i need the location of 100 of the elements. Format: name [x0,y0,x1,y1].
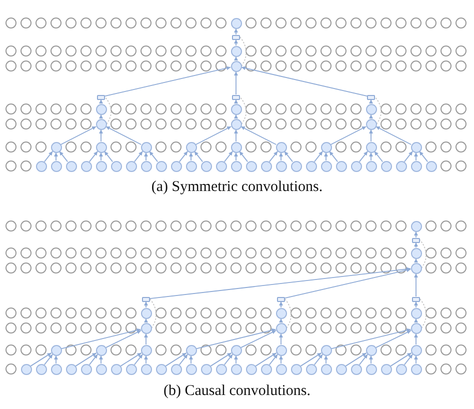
neuron-circle [50,142,62,152]
arrow [369,99,373,104]
neuron-circle [230,46,242,56]
dotted-curve [104,96,112,124]
arrow [376,330,412,348]
neuron-circle [96,344,106,356]
arrow [148,150,158,162]
sum-marker [412,296,420,302]
dotted-curve [284,298,292,328]
arrow [240,126,277,145]
neuron-circle [380,364,392,374]
arrow [369,129,373,142]
neuron-circle [230,160,242,172]
arrow [414,152,418,161]
arrow [224,354,234,366]
neuron-circle [410,344,422,356]
arrow [234,129,238,142]
arrow [144,318,148,323]
neuron-circle [230,18,242,28]
neuron-circle [276,308,286,318]
arrow [196,328,276,350]
arrow [404,150,414,162]
neuron-circle [320,160,332,172]
neuron-circle [156,160,166,172]
neuron-circle [186,142,196,152]
arrow [234,39,238,46]
sum-marker [277,296,285,302]
neuron-circle [66,364,76,374]
arrow [60,328,142,350]
arrow [268,354,278,366]
arrow [224,150,234,162]
neuron-circle [306,160,316,172]
arrow [414,242,418,248]
arrow [374,150,384,162]
arrow [165,352,187,366]
arrow [268,150,278,162]
neuron-circle [410,322,422,334]
arrow [88,150,98,162]
neuron-circle [186,344,196,356]
arrow [404,354,414,366]
neuron-circle [230,344,242,356]
neuron-circle [246,364,256,374]
neuron-circle [230,104,242,114]
neuron-circle [96,142,106,152]
neuron-circle [320,142,332,152]
arrow [234,355,238,364]
neuron-circle [170,364,182,374]
sum-marker [412,238,420,242]
arrow [369,114,373,119]
arrow [414,355,418,364]
arrow [120,352,142,366]
arrow [414,258,418,263]
arrow [240,330,276,348]
neuron-circle [410,248,422,258]
dotted-curve [374,96,382,124]
neuron-circle [216,364,226,374]
neuron-circle [36,364,46,374]
neuron-circle [366,104,376,114]
arrow [150,267,411,299]
arrow [314,354,324,366]
arrow [106,330,142,348]
arrow [279,318,283,323]
arrow [300,352,322,366]
arrow [414,301,418,308]
neuron-circle [126,160,136,172]
neuron-circle [80,364,92,374]
neuron-circle [50,344,62,356]
neuron-circle [186,364,196,374]
neuron-circle [66,160,76,172]
neuron-circle [230,118,242,130]
neuron-circle [96,104,106,114]
arrow [284,150,294,162]
neuron-circle [96,160,106,172]
arrow [234,56,238,61]
neuron-circle [140,322,152,334]
neuron-circle [410,262,422,274]
neuron-circle [80,160,92,172]
caption: (a) Symmetric convolutions. [151,179,323,196]
arrow [144,152,148,161]
neuron-circle [126,364,136,374]
neuron-circle [290,160,302,172]
arrow [328,150,338,162]
arrow [99,355,103,364]
arrow [418,150,428,162]
dotted-curve [150,298,157,328]
arrow [178,354,188,366]
neuron-circle [230,60,242,72]
neuron-circle [96,364,106,374]
arrow [240,66,368,97]
arrow [234,71,238,95]
arrow [414,231,418,238]
arrow [210,352,232,366]
neuron-circle [186,160,196,172]
arrow [104,66,232,97]
arrow [54,152,58,161]
sum-marker [232,34,240,40]
arrow [314,150,324,162]
sum-marker [232,94,240,100]
arrow [369,152,373,161]
arrow [390,352,412,366]
